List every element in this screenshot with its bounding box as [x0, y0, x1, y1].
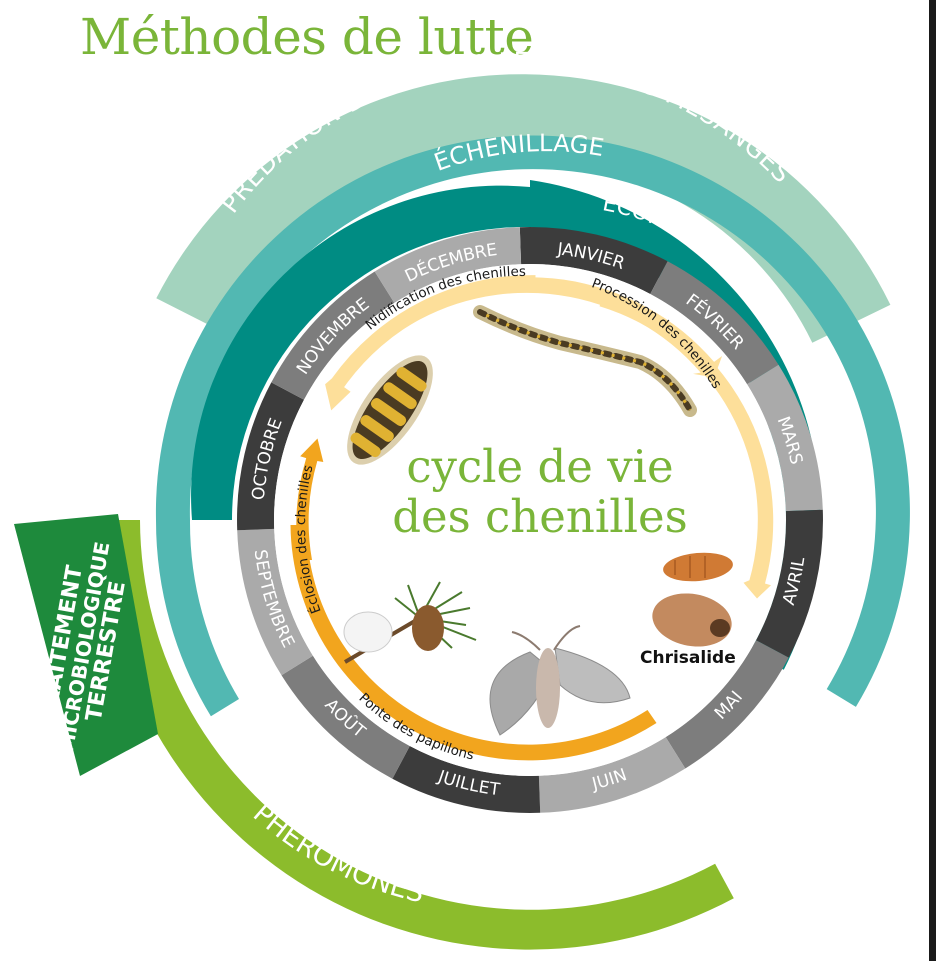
ponte-arrow [290, 525, 657, 761]
month-segment [756, 509, 823, 658]
month-segment [271, 271, 395, 400]
procession-arrow [599, 292, 774, 599]
right-border [929, 0, 936, 961]
month-segment [237, 528, 313, 676]
month-segment [650, 261, 779, 385]
pine-branch-icon [343, 581, 477, 664]
month-segment [665, 640, 789, 769]
month-segment [374, 227, 522, 303]
page-title: Méthodes de lutte [80, 8, 534, 66]
traitement-box: TRAITEMENT MICROBIOLOGIQUE TERRESTRE [14, 514, 158, 776]
chrysalis-icon [652, 552, 733, 647]
month-segment [392, 746, 541, 813]
month-segment [747, 364, 823, 512]
month-segment [281, 655, 410, 779]
month-segment [519, 227, 668, 294]
predation-band [156, 74, 891, 343]
echenillage-left-tail [155, 520, 239, 717]
pheromones-band [100, 520, 734, 950]
caterpillar-icon [347, 355, 433, 465]
traitement-band [14, 514, 158, 776]
month-segment [237, 382, 304, 531]
center-title-line-1: cycle de vie [406, 440, 674, 493]
moth-icon [489, 625, 631, 736]
month-segment [538, 737, 686, 813]
cycle-arrows [290, 275, 774, 761]
center-title-line-2: des chenilles [392, 490, 688, 543]
eclosion-arrow [296, 438, 324, 560]
nidification-arrow [325, 275, 536, 411]
center-title: cycle de vie des chenilles [330, 442, 750, 542]
chrysalis-label: Chrisalide [640, 648, 736, 668]
procession-caterpillars-icon [473, 305, 697, 417]
